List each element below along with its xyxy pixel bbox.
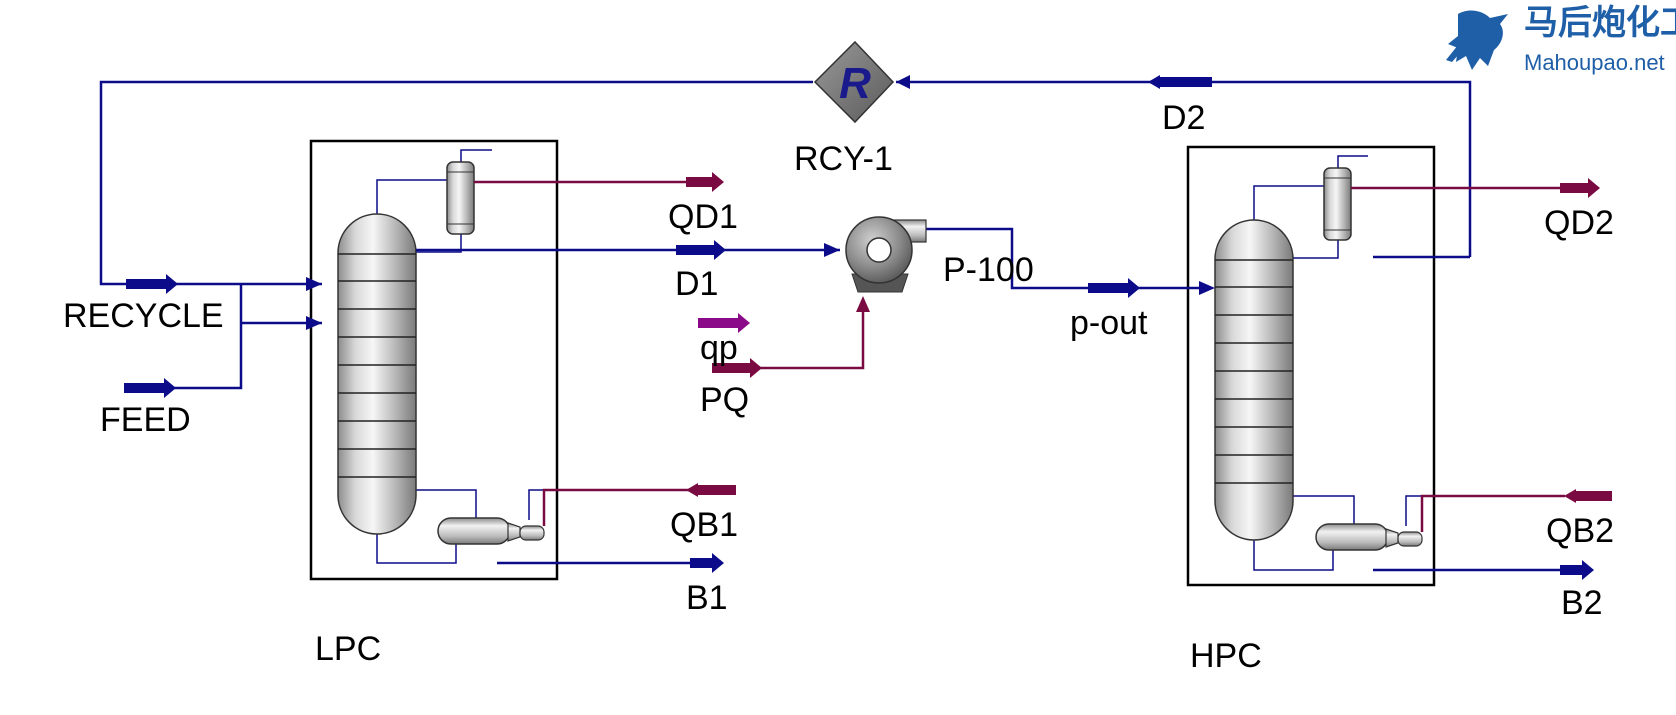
lpc-condenser-drum xyxy=(446,161,475,235)
qb1-label: QB1 xyxy=(670,506,738,544)
hpc-column-shell xyxy=(1214,219,1294,541)
pump-label: P-100 xyxy=(943,251,1034,289)
b1-tab-arrow[interactable] xyxy=(690,553,724,573)
hpc-internal-lines xyxy=(1253,155,1426,571)
qb2-stream-line[interactable] xyxy=(1420,494,1565,532)
pq-arrowhead xyxy=(856,296,870,312)
qb1-stream-line[interactable] xyxy=(542,488,690,526)
qb1-tab-arrow[interactable] xyxy=(686,483,736,497)
recycle-diamond-icon[interactable]: R xyxy=(813,40,895,124)
pump-icon[interactable] xyxy=(845,216,927,293)
qd1-tab-arrow[interactable] xyxy=(686,172,724,192)
p-out-tab-arrow[interactable] xyxy=(1088,278,1140,298)
pq-label: PQ xyxy=(700,381,749,419)
lpc-block-border[interactable] xyxy=(309,139,559,581)
qd2-label: QD2 xyxy=(1544,204,1614,242)
logo: 马后炮化工 Mahoupao.net xyxy=(1446,3,1676,75)
qb2-label: QB2 xyxy=(1546,512,1614,550)
hpc-reboiler xyxy=(1315,523,1423,551)
feed-label: FEED xyxy=(100,401,191,439)
b2-label: B2 xyxy=(1561,584,1603,622)
recycle-label: RECYCLE xyxy=(63,297,224,335)
logo-chinese-text: 马后炮化工 xyxy=(1524,3,1676,43)
b1-label: B1 xyxy=(686,579,728,617)
d2-label: D2 xyxy=(1162,99,1205,137)
lpc-label: LPC xyxy=(315,630,381,668)
energy-streams xyxy=(474,180,1565,532)
pq-stream-line[interactable] xyxy=(752,300,865,370)
qb2-tab-arrow[interactable] xyxy=(1564,489,1612,503)
hpc-condenser-drum xyxy=(1323,167,1352,241)
qp-tab-arrow[interactable] xyxy=(698,313,750,333)
qd2-tab-arrow[interactable] xyxy=(1560,178,1600,198)
p-out-label: p-out xyxy=(1070,304,1148,342)
qp-label: qp xyxy=(700,329,738,367)
recycle-symbol: R xyxy=(839,59,871,108)
lpc-column-trays xyxy=(338,253,416,478)
material-arrowheads xyxy=(306,75,1215,330)
material-stream-tabs xyxy=(124,75,1594,580)
logo-latin-text: Mahoupao.net xyxy=(1524,50,1665,75)
hpc-label: HPC xyxy=(1190,637,1262,675)
b2-tab-arrow[interactable] xyxy=(1560,560,1594,580)
lpc-column[interactable] xyxy=(337,149,550,564)
energy-stream-tabs xyxy=(686,172,1612,503)
block-labels: LPC HPC P-100 RCY-1 xyxy=(315,140,1262,675)
recycle-block-label: RCY-1 xyxy=(794,140,893,178)
hpc-column[interactable] xyxy=(1214,155,1426,571)
recycle-tab-arrow[interactable] xyxy=(126,274,178,294)
feed-tab-arrow[interactable] xyxy=(124,378,176,398)
stream-labels: RECYCLE FEED QD1 D1 qp PQ QB1 B1 p-out D… xyxy=(63,99,1614,622)
hpc-column-trays xyxy=(1215,259,1293,484)
lpc-reboiler xyxy=(437,517,545,545)
d2-stream-line[interactable] xyxy=(896,80,1472,257)
lpc-column-shell xyxy=(337,213,417,535)
hpc-block-border[interactable] xyxy=(1186,145,1436,587)
qd1-label: QD1 xyxy=(668,198,738,236)
d1-label: D1 xyxy=(675,265,718,303)
d1-tab-arrow[interactable] xyxy=(676,240,726,260)
d2-tab-arrow[interactable] xyxy=(1148,75,1212,89)
pq-tab-arrow[interactable] xyxy=(712,358,762,378)
feed-stream-line[interactable] xyxy=(160,284,243,390)
horse-icon xyxy=(1446,10,1508,70)
